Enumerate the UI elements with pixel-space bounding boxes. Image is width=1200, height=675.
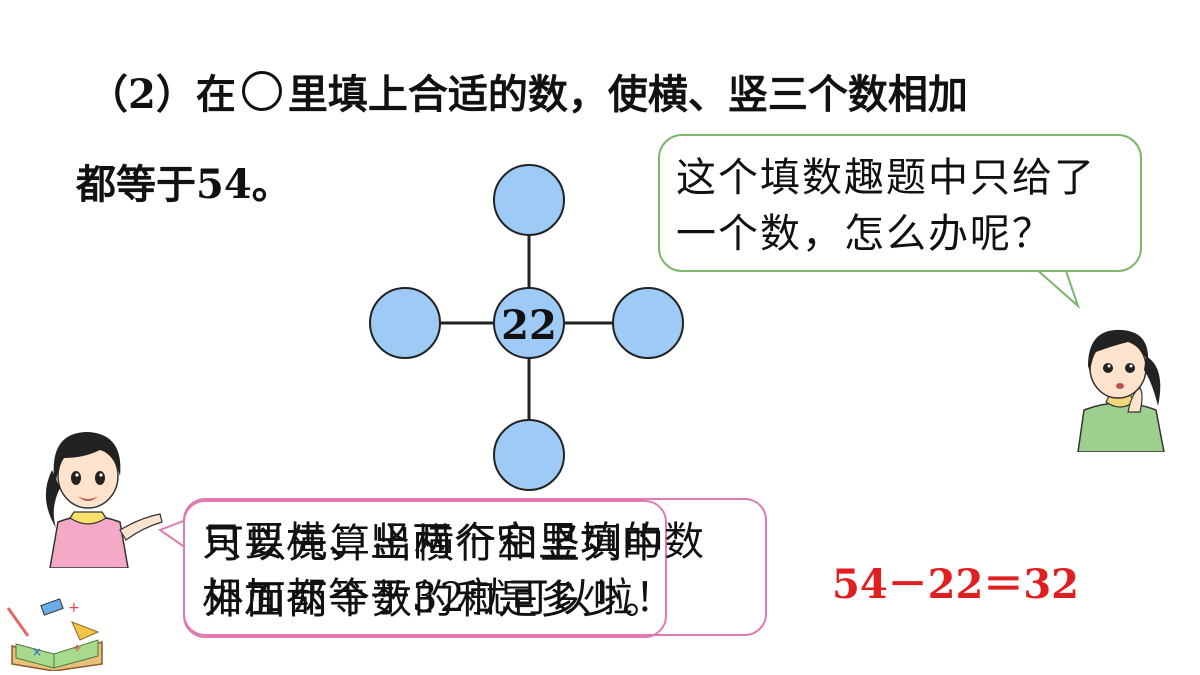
svg-text:÷: ÷ bbox=[72, 641, 82, 655]
question-prefix: （2）在 bbox=[88, 71, 236, 118]
speech-bubble-left-back bbox=[183, 498, 767, 636]
math-book-icon: × ÷ + bbox=[6, 598, 103, 671]
equation: 54－22＝32 bbox=[832, 561, 1079, 608]
circle-right[interactable] bbox=[612, 287, 684, 359]
bubble-left-line-c: 可以先算出横行和竖列中 bbox=[204, 521, 666, 567]
bubble-left-line-b: 相加都等于32就可以啦！ bbox=[202, 575, 677, 621]
bubble-right-tail bbox=[1032, 267, 1081, 310]
circle-top[interactable] bbox=[493, 164, 565, 236]
svg-text:×: × bbox=[32, 645, 42, 659]
blank-circle-icon bbox=[241, 71, 282, 111]
circle-bottom[interactable] bbox=[493, 419, 565, 491]
girl-pointing-icon bbox=[45, 432, 163, 568]
center-number: 22 bbox=[501, 301, 557, 349]
girl-thinking-icon bbox=[1077, 329, 1165, 452]
circle-center bbox=[493, 287, 565, 359]
speech-bubble-left-text-a: 只要横、竖两个空里填的数 相加都等于32就可以啦！ bbox=[202, 514, 772, 626]
question-line-1: （2）在 里填上合适的数，使横、竖三个数相加 bbox=[88, 62, 968, 120]
bubble-left-line-a: 只要横、竖两个空里填的数 bbox=[202, 519, 706, 565]
speech-bubble-left-text-b: 可以先算出横行和竖列中 外面两个数的和是多少。 bbox=[204, 516, 774, 628]
bubble-left-line-d: 外面两个数的和是多少。 bbox=[204, 577, 666, 623]
svg-text:+: + bbox=[68, 600, 80, 616]
speech-bubble-right bbox=[658, 134, 1142, 272]
circle-left[interactable] bbox=[369, 287, 441, 359]
question-suffix: 里填上合适的数，使横、竖三个数相加 bbox=[287, 71, 968, 118]
speech-bubble-right-text: 这个填数趣题中只给了一个数，怎么办呢？ bbox=[676, 155, 1096, 257]
question-line-2: 都等于54。 bbox=[76, 161, 292, 208]
speech-bubble-left-front bbox=[183, 500, 667, 638]
